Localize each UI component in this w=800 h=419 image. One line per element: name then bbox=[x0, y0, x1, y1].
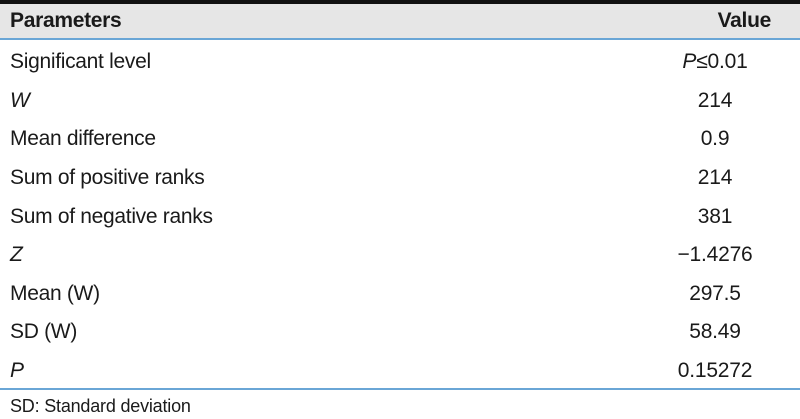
row-parameter: W bbox=[10, 88, 30, 112]
table-row: W 214 bbox=[0, 82, 800, 121]
row-value: −1.4276 bbox=[677, 243, 753, 267]
value-prefix: P bbox=[682, 50, 697, 74]
table-row: SD (W) 58.49 bbox=[0, 313, 800, 352]
statistics-table: Parameters Value Significant level P≤0.0… bbox=[0, 4, 800, 390]
row-value: 297.5 bbox=[689, 281, 741, 305]
table-row: Sum of positive ranks 214 bbox=[0, 159, 800, 198]
row-parameter: Mean difference bbox=[10, 127, 156, 151]
row-value: 0.15272 bbox=[677, 359, 753, 383]
top-rule bbox=[0, 0, 800, 4]
table-row: P 0.15272 bbox=[0, 352, 800, 391]
row-parameter: SD (W) bbox=[10, 320, 78, 344]
row-value: 214 bbox=[697, 166, 733, 190]
row-value: P≤0.01 bbox=[615, 50, 800, 74]
row-value: 0.9 bbox=[700, 127, 730, 151]
table-row: Sum of negative ranks 381 bbox=[0, 197, 800, 236]
row-parameter: Significant level bbox=[10, 50, 151, 74]
row-parameter: Sum of negative ranks bbox=[10, 204, 213, 228]
row-parameter: Mean (W) bbox=[10, 281, 100, 305]
table-row: Mean (W) 297.5 bbox=[0, 275, 800, 314]
table-row: Significant level P≤0.01 bbox=[0, 43, 800, 82]
table-row: Z −1.4276 bbox=[0, 236, 800, 275]
table-header-row: Parameters Value bbox=[0, 4, 800, 40]
row-parameter: P bbox=[10, 359, 24, 383]
table-row: Mean difference 0.9 bbox=[0, 120, 800, 159]
row-value: 58.49 bbox=[689, 320, 741, 344]
header-parameters: Parameters bbox=[10, 9, 122, 32]
value-text: ≤0.01 bbox=[696, 50, 748, 74]
header-value: Value bbox=[717, 9, 772, 32]
table-body: Significant level P≤0.01 W 214 Mean diff… bbox=[0, 43, 800, 390]
row-value: 381 bbox=[697, 204, 733, 228]
table-footnote: SD: Standard deviation bbox=[10, 396, 191, 416]
row-parameter: Z bbox=[10, 243, 23, 267]
bottom-rule bbox=[0, 388, 800, 390]
row-value: 214 bbox=[697, 88, 733, 112]
row-parameter: Sum of positive ranks bbox=[10, 166, 205, 190]
